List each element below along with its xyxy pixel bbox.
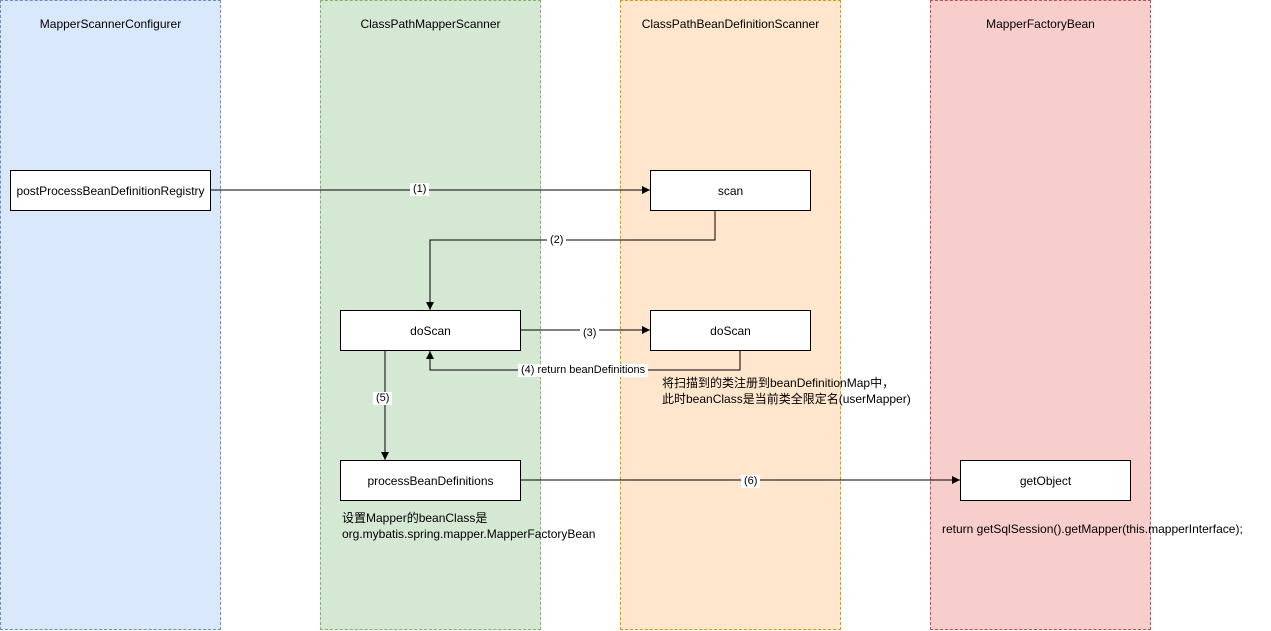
lane-title: MapperFactoryBean bbox=[986, 17, 1095, 31]
node-scan[interactable]: scan bbox=[650, 170, 811, 211]
node-do-scan-mapper[interactable]: doScan bbox=[340, 310, 521, 351]
edge-label-5: (5) bbox=[373, 392, 393, 405]
edge-label-3: (3) bbox=[580, 327, 600, 340]
note-return-mapper: return getSqlSession().getMapper(this.ma… bbox=[942, 522, 1243, 536]
node-process-bean-definitions[interactable]: processBeanDefinitions bbox=[340, 460, 521, 501]
node-do-scan-bean[interactable]: doScan bbox=[650, 310, 811, 351]
lane-mapper-factory-bean: MapperFactoryBean bbox=[930, 0, 1151, 630]
node-post-process-bean-definition-registry[interactable]: postProcessBeanDefinitionRegistry bbox=[10, 170, 211, 211]
lane-title: ClassPathBeanDefinitionScanner bbox=[641, 17, 820, 31]
note-set-bean-class: 设置Mapper的beanClass是 org.mybatis.spring.m… bbox=[342, 510, 595, 542]
note-register: 将扫描到的类注册到beanDefinitionMap中， 此时beanClass… bbox=[662, 375, 911, 407]
edge-label-1: (1) bbox=[410, 183, 430, 196]
note-register-line2: 此时beanClass是当前类全限定名(userMapper) bbox=[662, 392, 911, 406]
note-set-bean-class-line2: org.mybatis.spring.mapper.MapperFactoryB… bbox=[342, 527, 596, 541]
lane-title: ClassPathMapperScanner bbox=[360, 17, 501, 31]
lane-title: MapperScannerConfigurer bbox=[39, 17, 182, 31]
edge-label-2: (2) bbox=[547, 234, 567, 247]
note-set-bean-class-line1: 设置Mapper的beanClass是 bbox=[342, 511, 488, 525]
edge-label-6: (6) bbox=[741, 475, 761, 488]
note-register-line1: 将扫描到的类注册到beanDefinitionMap中， bbox=[662, 376, 895, 390]
node-get-object[interactable]: getObject bbox=[960, 460, 1131, 501]
edge-label-4: (4) return beanDefinitions bbox=[518, 364, 649, 377]
lane-mapper-scanner-configurer: MapperScannerConfigurer bbox=[0, 0, 221, 630]
edge-2 bbox=[426, 211, 716, 310]
